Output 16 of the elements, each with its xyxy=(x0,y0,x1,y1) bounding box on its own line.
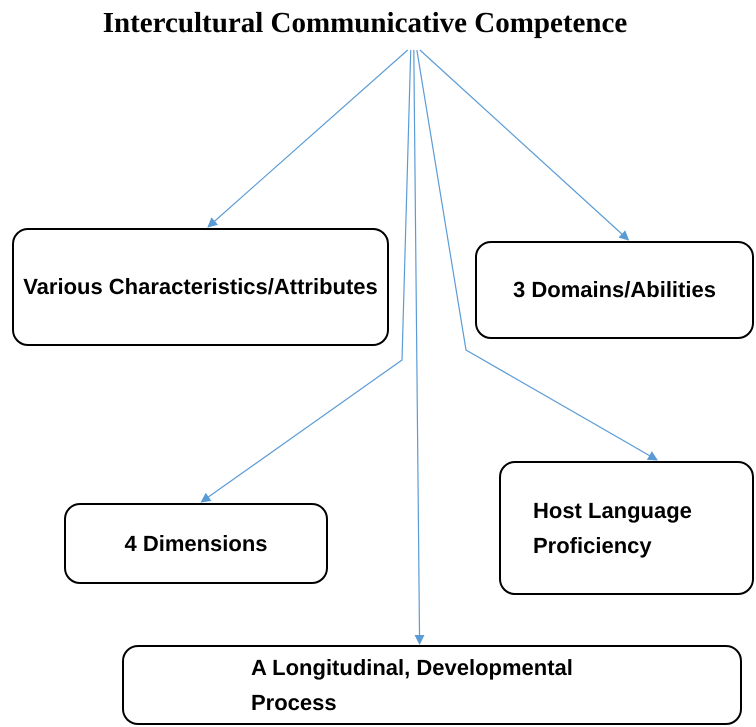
node-text: Intercultural Communicative Competence xyxy=(102,6,628,42)
rounded-box xyxy=(122,645,742,725)
rounded-box xyxy=(475,241,754,339)
arrow xyxy=(416,50,658,461)
box-label: Host Language Proficiency xyxy=(533,496,693,560)
box-label: A Longitudinal, Developmental Process xyxy=(251,654,574,717)
rounded-box xyxy=(64,503,328,584)
box-label: 4 Dimensions xyxy=(124,530,268,558)
rounded-box xyxy=(12,228,389,346)
box-label: 3 Domains/Abilities xyxy=(513,276,716,304)
arrow xyxy=(413,50,424,645)
arrow xyxy=(420,50,630,241)
arrow xyxy=(207,50,408,228)
rounded-box xyxy=(499,461,754,595)
box-label: Various Characteristics/Attributes xyxy=(23,273,378,302)
arrow xyxy=(200,50,412,503)
